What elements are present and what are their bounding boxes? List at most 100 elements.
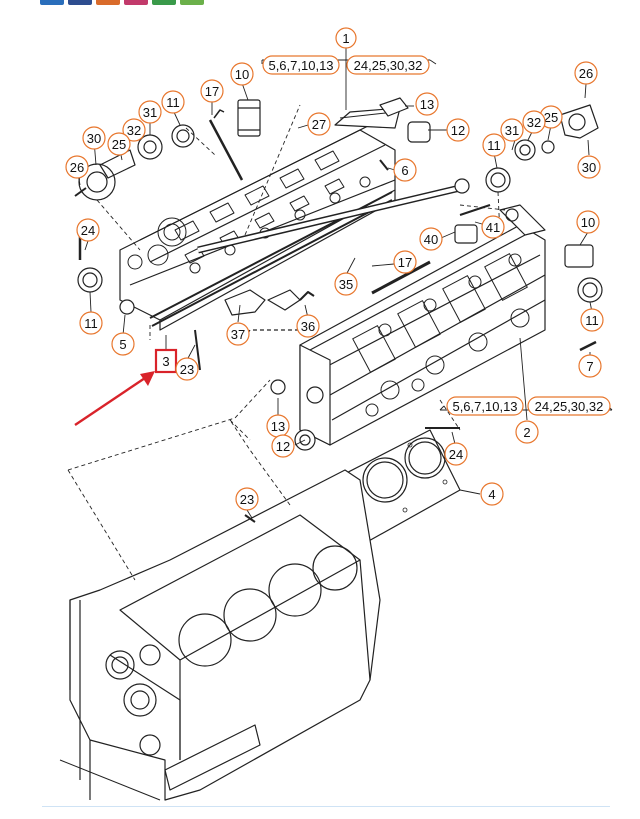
tab-swatch-6[interactable] xyxy=(180,0,204,5)
callout-12-top-label: 12 xyxy=(451,123,465,138)
callout-37-label: 37 xyxy=(231,327,245,342)
callout-31-right[interactable]: 31 xyxy=(500,118,524,142)
callout-30-left-label: 30 xyxy=(87,131,101,146)
tab-swatch-2[interactable] xyxy=(68,0,92,5)
callout-32-right[interactable]: 32 xyxy=(522,110,546,134)
callout-10-right[interactable]: 10 xyxy=(576,210,600,234)
callout-2[interactable]: 2 xyxy=(515,420,539,444)
red-pointer-arrow xyxy=(74,371,155,426)
callout-13-bottom-label: 13 xyxy=(271,419,285,434)
callout-3-highlighted[interactable]: 3 xyxy=(154,348,178,374)
callout-2-group-b[interactable]: 24,25,30,32 xyxy=(527,396,611,416)
callout-27[interactable]: 27 xyxy=(307,112,331,136)
callout-13-top[interactable]: 13 xyxy=(415,92,439,116)
callout-2-group-b-label: 24,25,30,32 xyxy=(535,399,604,414)
callout-4-label: 4 xyxy=(488,487,495,502)
callout-13-bottom[interactable]: 13 xyxy=(266,414,290,438)
callout-11-left-bottom-label: 11 xyxy=(84,316,98,331)
tab-swatch-5[interactable] xyxy=(152,0,176,5)
callout-23-bottom-label: 23 xyxy=(240,492,254,507)
engine-block xyxy=(59,469,381,801)
callout-40[interactable]: 40 xyxy=(419,227,443,251)
callout-2-group-a[interactable]: 5,6,7,10,13 xyxy=(446,396,524,416)
callout-12-top[interactable]: 12 xyxy=(446,118,470,142)
callout-23-bottom[interactable]: 23 xyxy=(235,487,259,511)
callout-24-left[interactable]: 24 xyxy=(76,218,100,242)
callout-25-left-label: 25 xyxy=(112,137,126,152)
callout-11-right-top-label: 11 xyxy=(487,138,501,153)
callout-1-group-b-label: 24,25,30,32 xyxy=(354,58,423,73)
callout-30-right[interactable]: 30 xyxy=(577,155,601,179)
callout-41[interactable]: 41 xyxy=(481,215,505,239)
callout-11-left-top-label: 11 xyxy=(166,95,180,110)
callout-26-left[interactable]: 26 xyxy=(65,155,89,179)
right-head-end-plate xyxy=(299,344,331,446)
callout-26-left-label: 26 xyxy=(70,160,84,175)
callout-23-left[interactable]: 23 xyxy=(175,357,199,381)
callout-37[interactable]: 37 xyxy=(226,322,250,346)
callout-40-label: 40 xyxy=(424,232,438,247)
tab-swatch-3[interactable] xyxy=(96,0,120,5)
callout-36-label: 36 xyxy=(301,319,315,334)
callout-2-group-a-label: 5,6,7,10,13 xyxy=(452,399,517,414)
callout-11-left-bottom[interactable]: 11 xyxy=(79,311,103,335)
callout-1-group-b[interactable]: 24,25,30,32 xyxy=(346,55,430,75)
callout-10-left[interactable]: 10 xyxy=(230,62,254,86)
callouts-layer: 1 5,6,7,10,13 24,25,30,32 10 17 13 27 xyxy=(65,27,611,511)
callout-3-label: 3 xyxy=(162,354,169,369)
callout-11-right-top[interactable]: 11 xyxy=(482,133,506,157)
callout-36[interactable]: 36 xyxy=(296,314,320,338)
callout-23-left-label: 23 xyxy=(180,362,194,377)
callout-7[interactable]: 7 xyxy=(578,354,602,378)
camshaft xyxy=(197,178,470,254)
callout-11-right-bottom-label: 11 xyxy=(585,313,599,328)
callout-26-right[interactable]: 26 xyxy=(574,61,598,85)
right-small-parts xyxy=(244,97,603,523)
callout-31-left-label: 31 xyxy=(143,105,157,120)
callout-41-label: 41 xyxy=(486,220,500,235)
callout-11-left-top[interactable]: 11 xyxy=(161,90,185,114)
left-small-parts xyxy=(74,99,315,371)
callout-5[interactable]: 5 xyxy=(111,332,135,356)
callout-35[interactable]: 35 xyxy=(334,272,358,296)
line-art xyxy=(59,48,613,801)
callout-27-label: 27 xyxy=(312,117,326,132)
callout-32-left-label: 32 xyxy=(127,123,141,138)
callout-31-left[interactable]: 31 xyxy=(138,100,162,124)
callout-24-left-label: 24 xyxy=(81,223,95,238)
callout-26-right-label: 26 xyxy=(579,66,593,81)
callout-25-left[interactable]: 25 xyxy=(107,132,131,156)
callout-17-left[interactable]: 17 xyxy=(200,79,224,103)
tab-swatch-1[interactable] xyxy=(40,0,64,5)
callout-30-left[interactable]: 30 xyxy=(82,126,106,150)
callout-32-left[interactable]: 32 xyxy=(122,118,146,142)
callout-11-right-bottom[interactable]: 11 xyxy=(580,308,604,332)
callout-1-label: 1 xyxy=(342,31,349,46)
callout-6[interactable]: 6 xyxy=(393,158,417,182)
callout-32-right-label: 32 xyxy=(527,115,541,130)
tab-swatch-4[interactable] xyxy=(124,0,148,5)
callout-17-left-label: 17 xyxy=(205,84,219,99)
callout-1[interactable]: 1 xyxy=(335,27,357,49)
top-tab-strip xyxy=(40,0,210,5)
callout-10-left-label: 10 xyxy=(235,67,249,82)
callout-5-label: 5 xyxy=(119,337,126,352)
bottom-rule xyxy=(42,806,610,807)
callout-10-right-label: 10 xyxy=(581,215,595,230)
callout-12-bottom-label: 12 xyxy=(276,439,290,454)
dashed-leaders xyxy=(67,104,506,581)
callout-24-right-label: 24 xyxy=(449,447,463,462)
callout-1-group-a[interactable]: 5,6,7,10,13 xyxy=(262,55,340,75)
callout-7-label: 7 xyxy=(586,359,593,374)
callout-30-right-label: 30 xyxy=(582,160,596,175)
callout-12-bottom[interactable]: 12 xyxy=(271,434,295,458)
callout-13-top-label: 13 xyxy=(420,97,434,112)
upper-right-cam-cover xyxy=(499,204,546,236)
callout-17-right[interactable]: 17 xyxy=(393,250,417,274)
callout-6-label: 6 xyxy=(401,163,408,178)
callout-1-group-a-label: 5,6,7,10,13 xyxy=(268,58,333,73)
callout-4[interactable]: 4 xyxy=(480,482,504,506)
callout-24-right[interactable]: 24 xyxy=(444,442,468,466)
callout-35-label: 35 xyxy=(339,277,353,292)
